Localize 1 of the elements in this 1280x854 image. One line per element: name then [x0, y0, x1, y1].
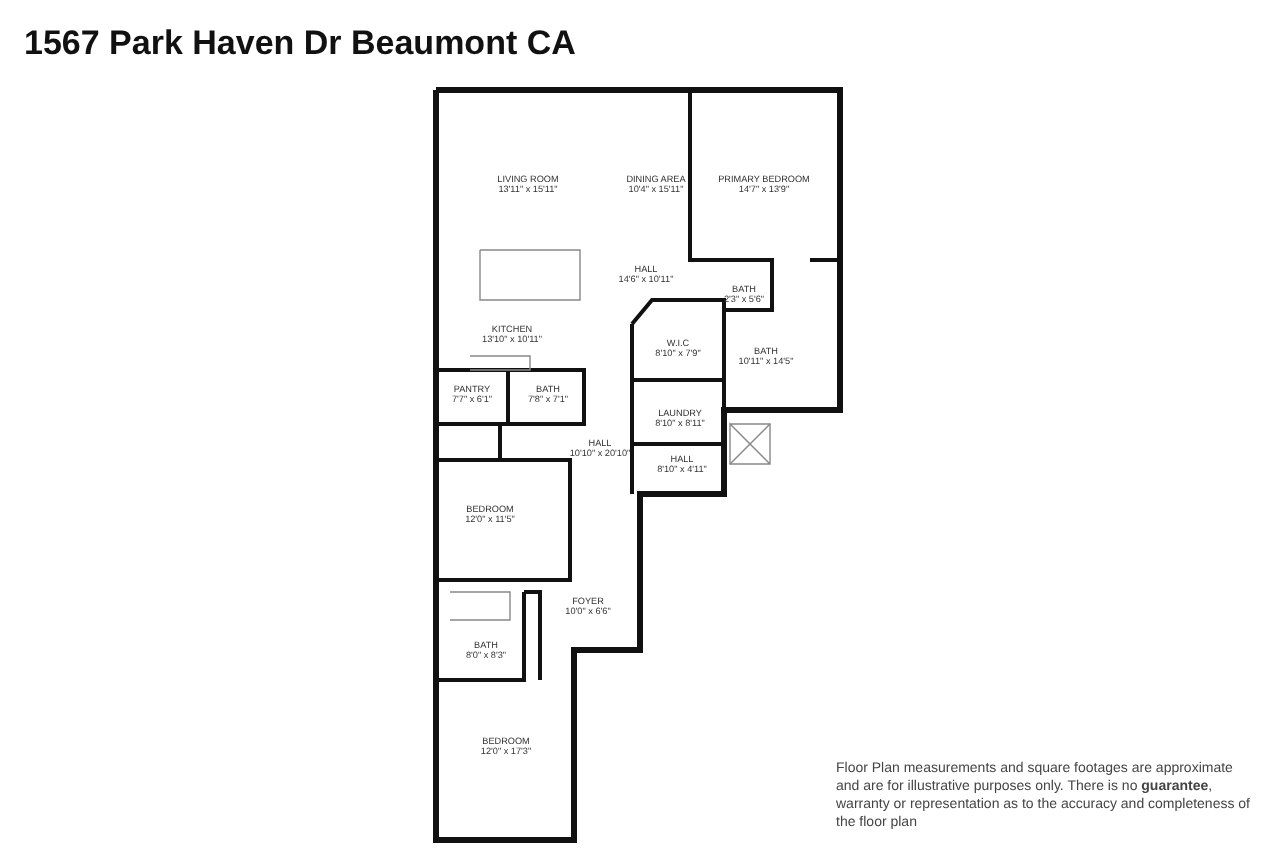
title: 1567 Park Haven Dr Beaumont CA [24, 24, 576, 64]
